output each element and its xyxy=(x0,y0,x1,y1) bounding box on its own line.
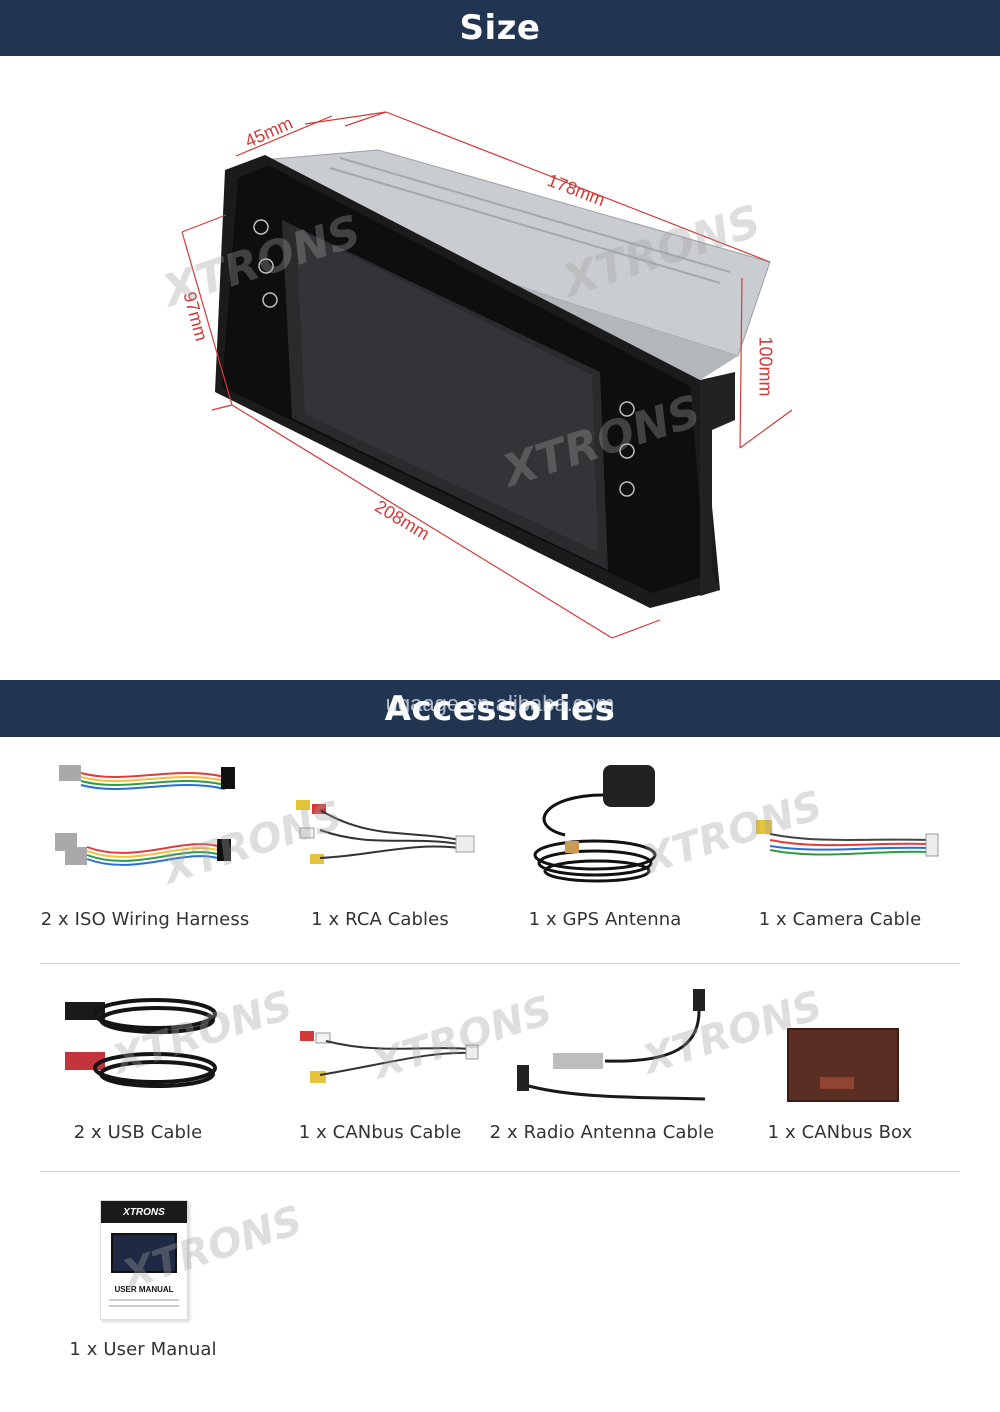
size-section-title: Size xyxy=(459,8,541,48)
accessory-label: 1 x User Manual xyxy=(69,1339,217,1360)
accessory-item: XTRONS USER MANUAL xyxy=(100,1200,190,1322)
radio-antenna-cable-icon xyxy=(517,989,706,1101)
accessory-item xyxy=(260,1015,500,1095)
accessory-item xyxy=(25,755,265,895)
usb-cable-icon xyxy=(65,998,217,1088)
accessory-label: 2 x ISO Wiring Harness xyxy=(40,909,250,930)
user-manual-icon: XTRONS USER MANUAL xyxy=(100,1200,188,1320)
accessory-item xyxy=(720,1025,960,1105)
row-divider xyxy=(40,1171,960,1172)
canbus-box-icon xyxy=(787,1028,899,1102)
accessories-section-banner: Accessories ugaage.en.alibaba.com xyxy=(0,680,1000,737)
row-divider xyxy=(40,963,960,964)
accessory-item xyxy=(720,790,960,880)
overlay-url-watermark: ugaage.en.alibaba.com xyxy=(385,691,615,716)
accessory-item xyxy=(260,770,500,880)
accessory-label: 1 x RCA Cables xyxy=(311,909,449,930)
accessory-label: 1 x CANbus Box xyxy=(767,1122,913,1143)
dimension-label-height-back: 100mm xyxy=(755,336,776,397)
accessories-section-title: Accessories xyxy=(384,688,616,729)
accessory-label: 2 x USB Cable xyxy=(73,1122,203,1143)
manual-title: USER MANUAL xyxy=(114,1285,174,1294)
accessory-item xyxy=(485,755,725,895)
accessory-label: 1 x GPS Antenna xyxy=(528,909,682,930)
wiring-harness-icon xyxy=(55,765,235,866)
canbus-cable-icon xyxy=(300,1031,479,1083)
size-section-banner: Size xyxy=(0,0,1000,56)
accessory-label: 1 x CANbus Cable xyxy=(298,1122,462,1143)
manual-screen-image xyxy=(111,1233,177,1273)
manual-brand: XTRONS xyxy=(101,1201,187,1223)
head-unit-dimension-drawing xyxy=(181,111,793,639)
camera-cable-icon xyxy=(756,820,939,857)
rca-cables-icon xyxy=(296,800,475,864)
accessory-item xyxy=(25,990,265,1100)
accessory-label: 2 x Radio Antenna Cable xyxy=(489,1122,715,1143)
accessory-label: 1 x Camera Cable xyxy=(758,909,922,930)
gps-antenna-icon xyxy=(533,765,657,883)
size-diagram: 45mm 178mm 97mm 208mm 100mm XTRONS XTRON… xyxy=(0,56,1000,680)
accessory-item xyxy=(485,985,725,1110)
